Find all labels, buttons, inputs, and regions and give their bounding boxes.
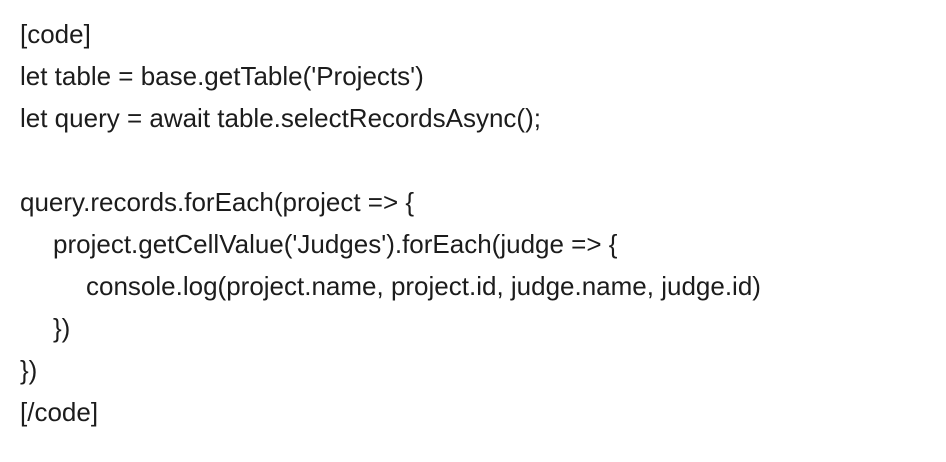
code-line-query: let query = await table.selectRecordsAsy…	[20, 103, 541, 133]
code-line-records-foreach: query.records.forEach(project => {	[20, 187, 415, 217]
code-line-judges-foreach: project.getCellValue('Judges').forEach(j…	[53, 229, 618, 259]
code-open-tag-line: [code]	[20, 19, 91, 49]
code-line-inner-close: })	[53, 313, 71, 343]
post-body: [code] let table = base.getTable('Projec…	[20, 13, 930, 433]
code-close-tag-line: [/code]	[20, 397, 99, 427]
code-line-console-log: console.log(project.name, project.id, ju…	[86, 271, 761, 301]
code-line-table: let table = base.getTable('Projects')	[20, 61, 424, 91]
code-line-outer-close: })	[20, 355, 38, 385]
code-blank-line	[20, 139, 930, 181]
